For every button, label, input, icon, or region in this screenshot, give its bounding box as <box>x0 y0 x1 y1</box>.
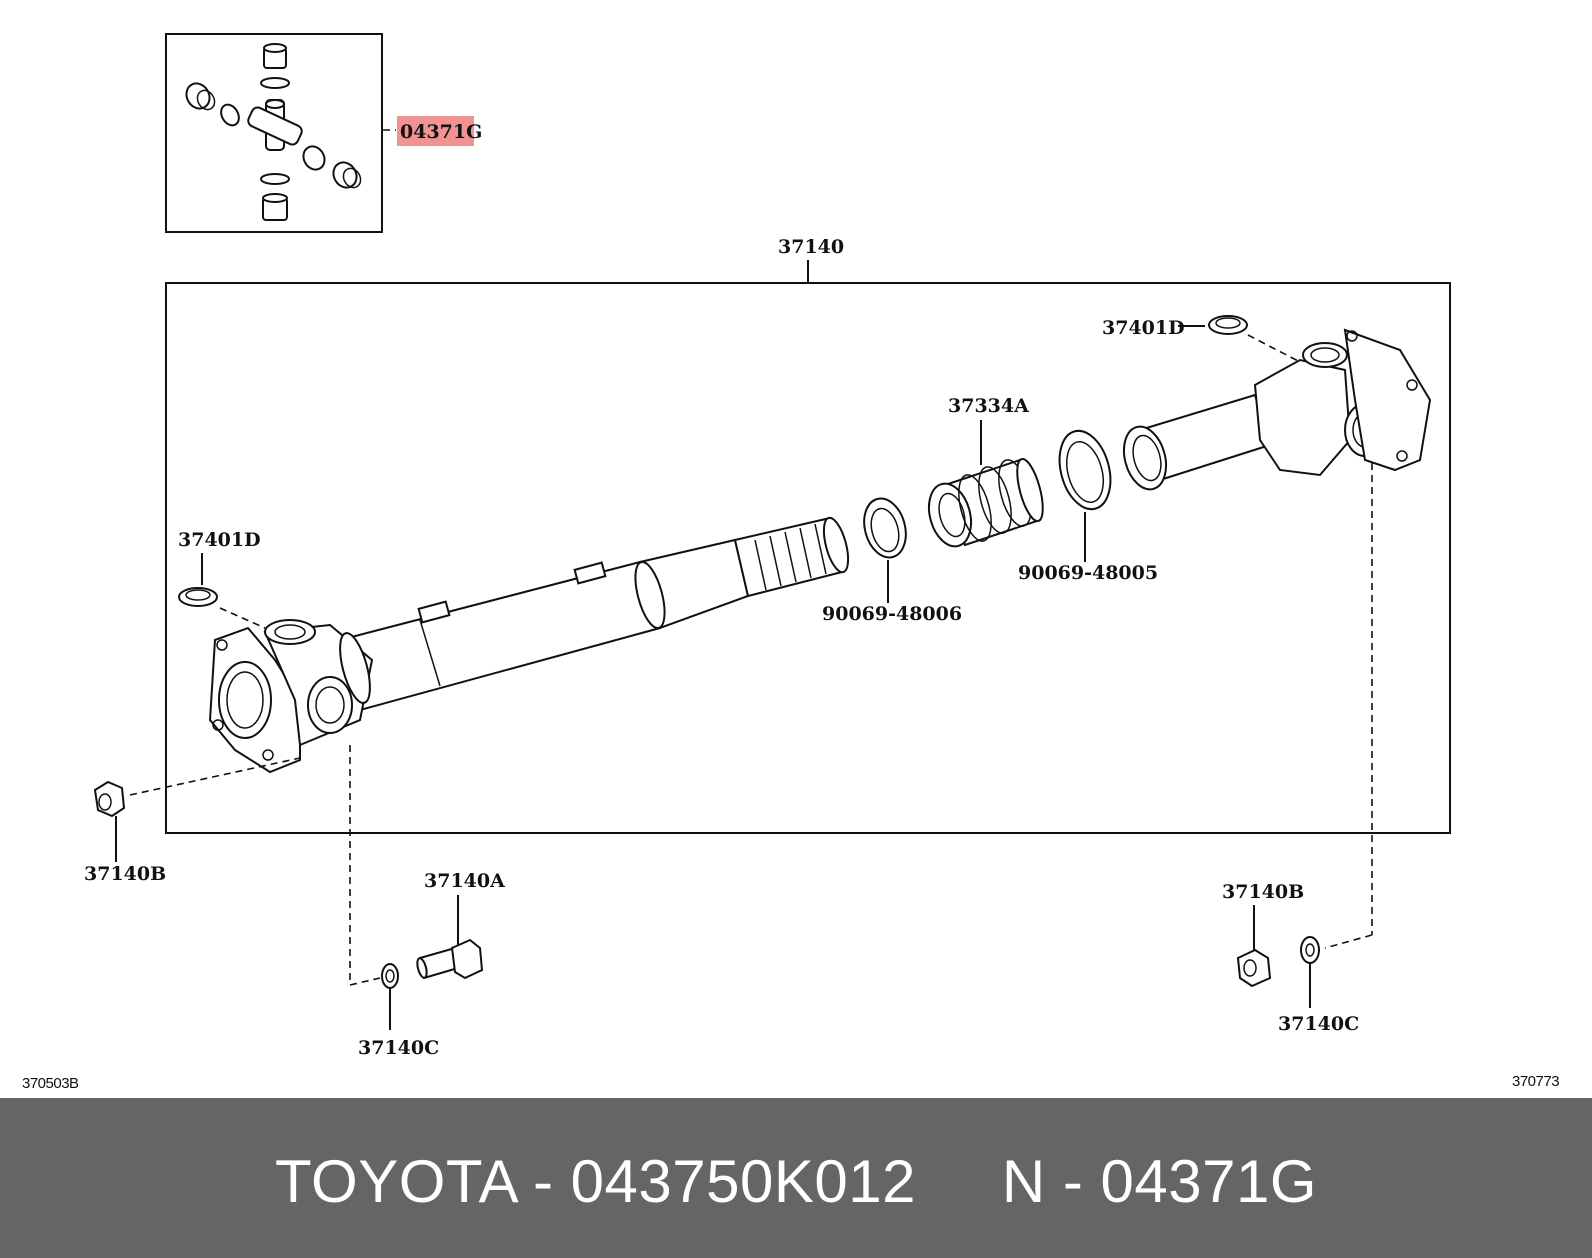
bolt <box>416 938 484 980</box>
left-flange-yoke <box>208 619 374 774</box>
boot <box>927 457 1044 548</box>
nut-right <box>1236 948 1272 988</box>
callout-90069-48005[interactable]: 90069-48005 <box>1018 562 1158 584</box>
callout-37140B-right[interactable]: 37140B <box>1222 881 1304 903</box>
callout-37334A[interactable]: 37334A <box>948 395 1029 417</box>
callout-37140A[interactable]: 37140A <box>424 870 505 892</box>
assembly-frame <box>165 282 1451 834</box>
figure-code-right: 370773 <box>1512 1073 1559 1090</box>
callout-04371G[interactable]: 04371G <box>400 121 482 143</box>
right-slip-yoke <box>1122 328 1432 491</box>
callout-37140C-right[interactable]: 37140C <box>1278 1013 1359 1035</box>
callout-37140[interactable]: 37140 <box>778 236 844 258</box>
ring-48005 <box>1058 429 1112 511</box>
parts-diagram: 04371G 37140 <box>22 33 1560 1092</box>
ring-48006 <box>863 497 907 559</box>
figure-code-left: 370503B <box>22 1075 79 1092</box>
callout-37401D-top[interactable]: 37401D <box>1102 317 1185 339</box>
part-number-banner: TOYOTA - 043750K012 N - 04371G <box>0 1098 1592 1258</box>
propeller-shaft <box>338 516 850 712</box>
highlight-box <box>397 116 474 146</box>
washer-left <box>381 963 399 989</box>
nut-left <box>93 780 126 818</box>
washer-right <box>1300 936 1320 964</box>
universal-joint-inset <box>165 33 396 233</box>
callout-37140B-left[interactable]: 37140B <box>84 863 166 885</box>
diagram-canvas: 04371G 37140 <box>22 33 1560 1092</box>
callout-37401D-left[interactable]: 37401D <box>178 529 261 551</box>
part-number-text: TOYOTA - 043750K012 N - 04371G <box>274 1147 1317 1215</box>
callout-90069-48006[interactable]: 90069-48006 <box>822 603 962 625</box>
callout-37140C-left[interactable]: 37140C <box>358 1037 439 1059</box>
